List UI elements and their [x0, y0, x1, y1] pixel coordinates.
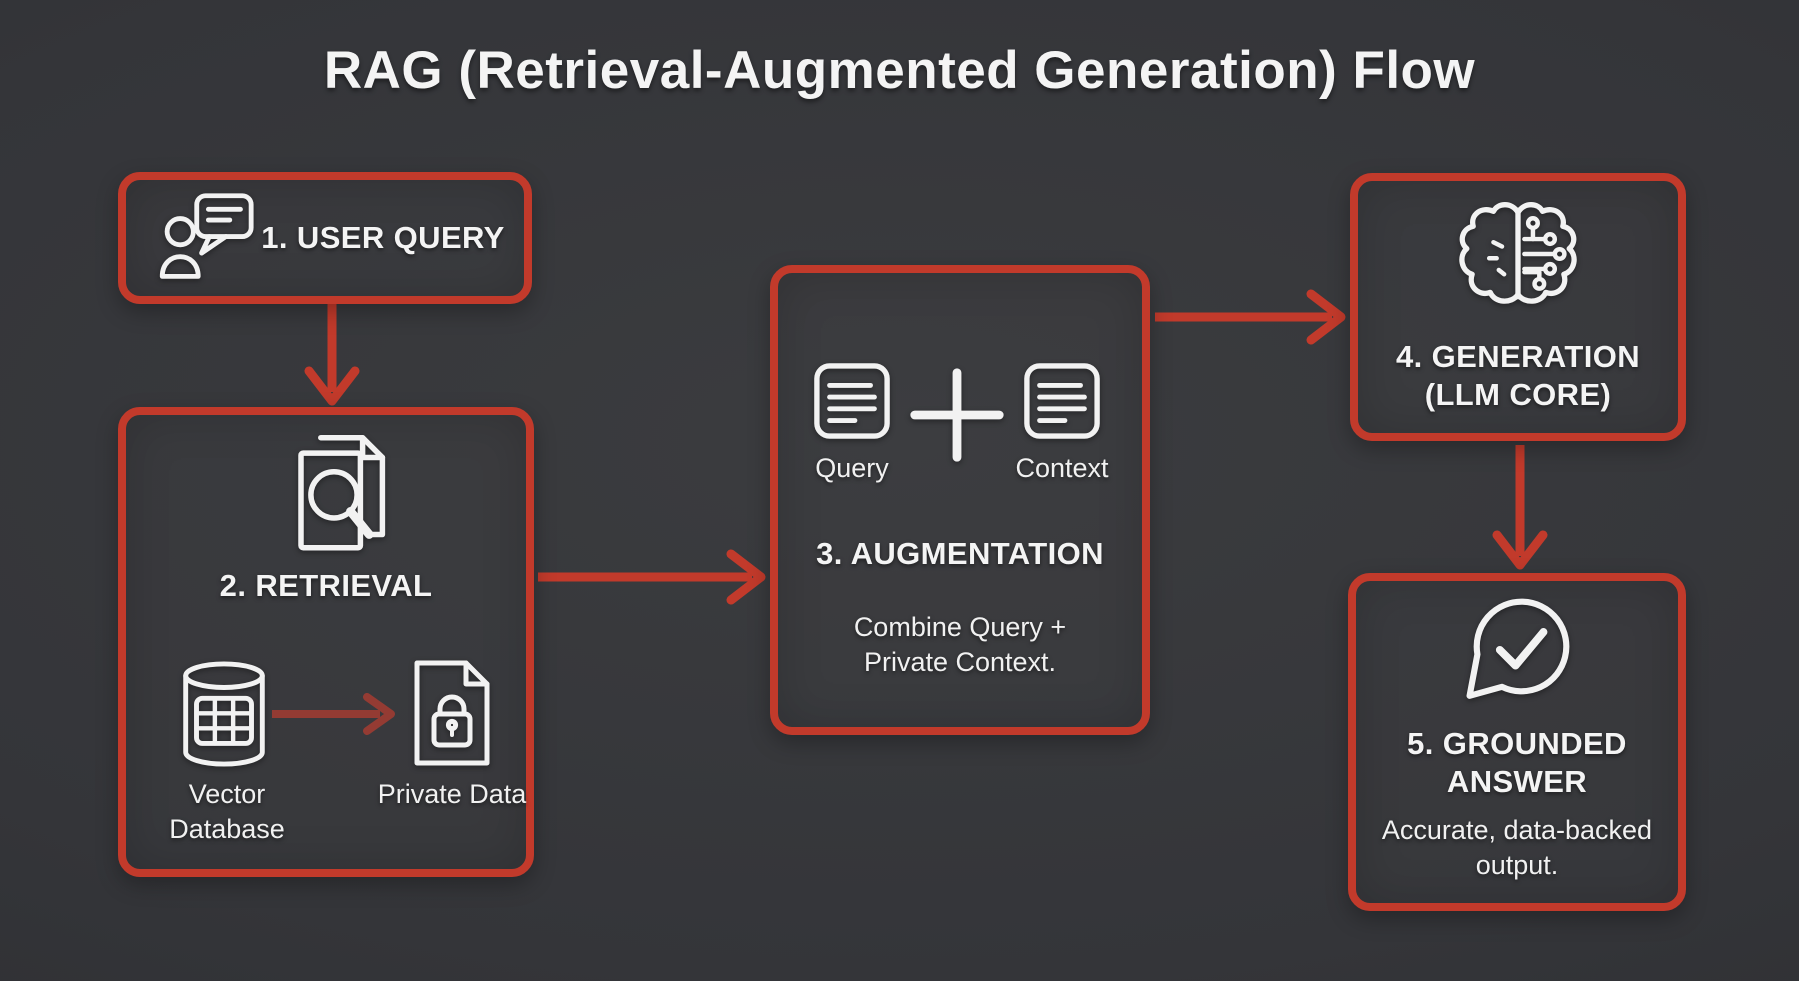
private-data-label: Private Data — [377, 779, 527, 809]
brain-circuit-icon — [1454, 195, 1582, 313]
node-user-query: 1. USER QUERY — [118, 172, 532, 304]
node-generation-label: 4. GENERATION (LLM CORE) — [1395, 339, 1641, 412]
arrow-retrieval-to-augmentation — [538, 549, 766, 605]
context-label: Context — [1015, 453, 1109, 483]
user-chat-icon — [154, 190, 256, 286]
arrow-augmentation-to-generation — [1155, 289, 1346, 345]
node-grounded-answer: 5. GROUNDED ANSWER Accurate, data-backed… — [1348, 573, 1686, 911]
database-icon — [176, 659, 272, 769]
search-documents-icon — [290, 431, 400, 561]
diagram-title: RAG (Retrieval-Augmented Generation) Flo… — [323, 41, 1476, 100]
node-retrieval: 2. RETRIEVAL Vector Database — [118, 407, 534, 877]
plus-icon — [903, 361, 1011, 469]
locked-document-icon — [406, 657, 498, 769]
node-grounded-answer-description: Accurate, data-backed output. — [1381, 815, 1653, 881]
node-retrieval-label: 2. RETRIEVAL — [219, 568, 433, 603]
node-augmentation-description: Combine Query + Private Context. — [853, 612, 1067, 678]
node-generation: 4. GENERATION (LLM CORE) — [1350, 173, 1686, 441]
check-bubble-icon — [1458, 595, 1573, 707]
context-document-lines-icon — [1023, 362, 1101, 440]
vector-database-label: Vector Database — [169, 779, 285, 845]
query-label: Query — [815, 453, 889, 483]
node-user-query-label: 1. USER QUERY — [261, 220, 505, 256]
node-augmentation: Query Context 3. AUGMENTATION Combine Qu… — [770, 265, 1150, 735]
query-document-lines-icon — [813, 362, 891, 440]
arrow-generation-to-grounded-answer — [1492, 445, 1548, 570]
node-grounded-answer-label: 5. GROUNDED ANSWER — [1407, 726, 1627, 799]
node-augmentation-label: 3. AUGMENTATION — [816, 536, 1104, 571]
arrow-user-query-to-retrieval — [304, 300, 360, 406]
